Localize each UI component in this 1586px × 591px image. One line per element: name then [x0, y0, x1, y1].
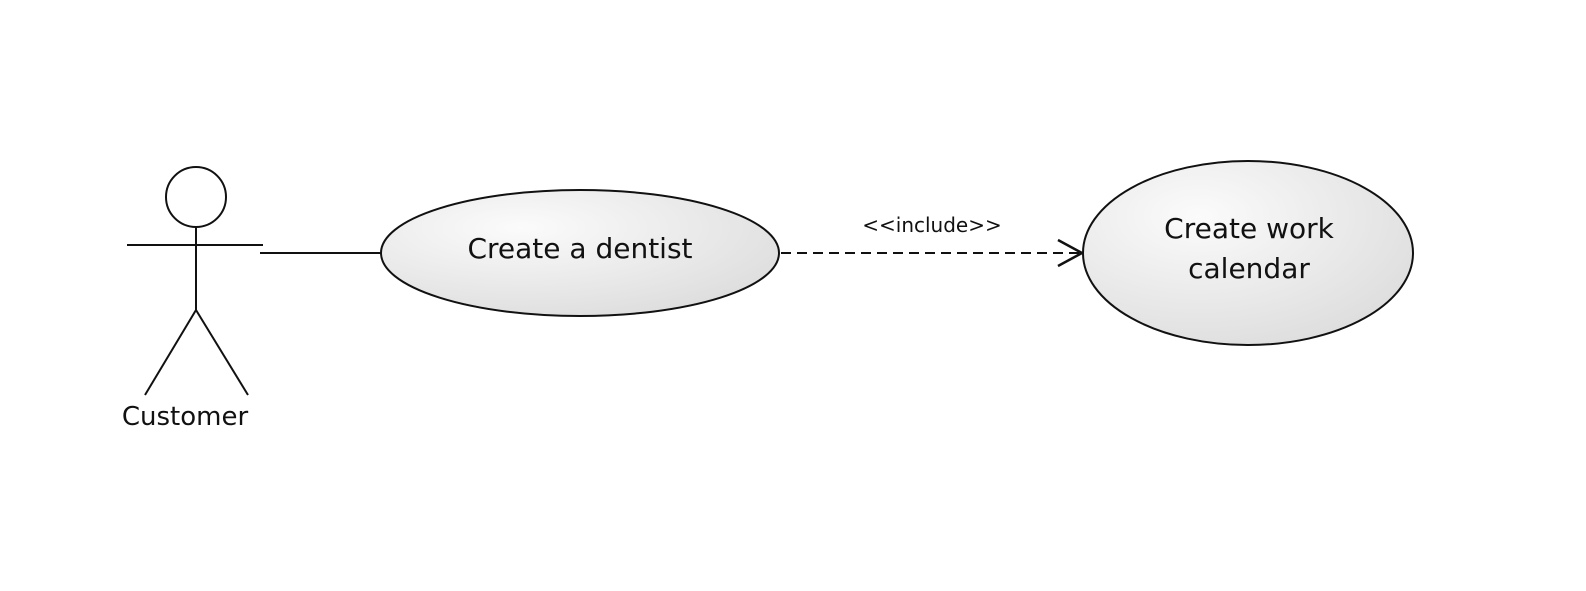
use-case-label-line-2: calendar — [1188, 252, 1310, 285]
actor-label: Customer — [122, 402, 249, 432]
actor-left-leg — [144, 309, 197, 396]
use-case-ellipse — [380, 189, 780, 317]
include-relation[interactable]: <<include>> — [781, 213, 1085, 268]
actor-head — [165, 166, 227, 228]
use-case-create-work-calendar[interactable]: Create work calendar — [1082, 160, 1414, 346]
actor-right-leg — [195, 309, 249, 396]
use-case-label: Create a dentist — [467, 232, 692, 265]
use-case-ellipse — [1082, 160, 1414, 346]
include-stereotype-label: <<include>> — [862, 213, 1002, 237]
use-case-label-line-1: Create work — [1164, 212, 1334, 245]
actor-customer[interactable]: Customer — [122, 166, 263, 432]
use-case-create-dentist[interactable]: Create a dentist — [380, 189, 780, 317]
